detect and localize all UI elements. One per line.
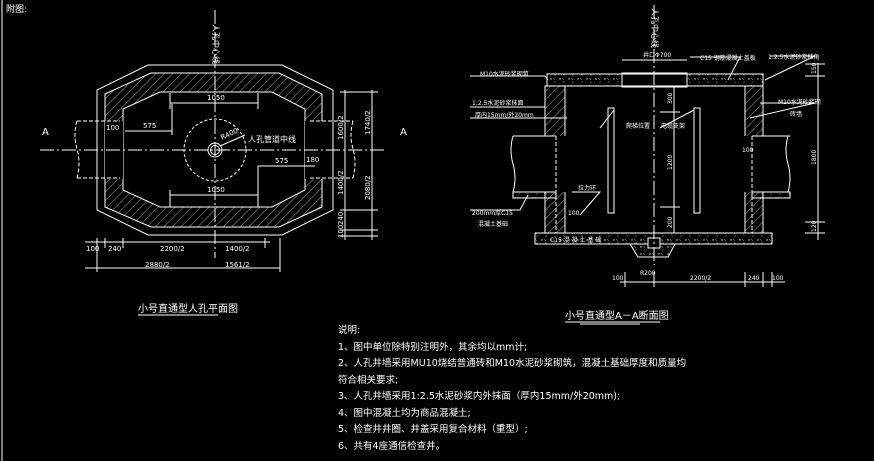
dimension-label: 575 (143, 122, 156, 130)
dimension-label: 240 (748, 275, 760, 282)
dimension-label: 爬梯位置 (626, 122, 650, 130)
dimension-label: C15 钢筋混凝土盖板 (700, 54, 756, 62)
plan-outer-outline (96, 64, 334, 236)
dimension-label: 240 (337, 212, 345, 225)
notes-block: 说明: 1、图中单位除特别注明外，其余均以mm计; 2、人孔井墙采用MU10烧结… (338, 323, 686, 455)
dimension-label: 1800 (811, 150, 818, 165)
dimension-label: 2880/2 (145, 261, 170, 269)
dimension-label: R200 (640, 270, 656, 277)
dimension-label: 200 (667, 216, 674, 228)
note-item: 5、检查井井圈、井盖采用复合材料（重型）; (338, 424, 528, 435)
dimension-label: 1:2.5水泥砂浆抹面 (472, 99, 523, 107)
plan-cover-circle (183, 118, 247, 182)
note-item: 2、人孔井墙采用MU10烧结普通砖和M10水泥砂浆砌筑，混凝土基础厚度和质量均 (338, 358, 687, 369)
dimension-label: 575 (275, 157, 288, 165)
dimension-label: 1200 (667, 155, 674, 170)
dimension-label: 电缆支架 (661, 122, 685, 130)
plan-text: 人孔中心线 A A 人孔管道中线 R400 1050 1050 575 575 … (42, 24, 407, 269)
dimension-label: 100 (86, 245, 99, 253)
dimension-label: 1600/2 (337, 115, 345, 140)
dimension-label: 1400/2 (225, 245, 250, 253)
dimension-label: 180 (306, 156, 319, 164)
dimension-label: 厚内15mm/外20mm (475, 111, 534, 119)
dimension-label: 2200/2 (690, 275, 711, 282)
dimension-label: 100 (742, 147, 754, 154)
section-text: 人孔中心线 井口Φ700 C15 钢筋混凝土盖板 1:2.5水泥砂浆抹角 M10… (472, 8, 821, 282)
notes-heading: 说明: (338, 325, 361, 336)
section-view (470, 5, 825, 287)
note-item: 1、图中单位除特别注明外，其余均以mm计; (338, 341, 528, 353)
ladder-left (607, 107, 615, 214)
plan-centerline-label: 人孔中心线 (211, 24, 221, 64)
section-centerline-label: 人孔中心线 (650, 8, 660, 48)
dimension-label: M10水泥砂浆砌筑 (480, 70, 529, 78)
dimension-label: 井口Φ700 (643, 51, 671, 59)
sump (629, 243, 676, 258)
plan-pipe-left (74, 120, 120, 179)
section-mark-right: A (400, 127, 407, 138)
dimension-label: 100 (568, 210, 580, 217)
dimension-label: M10水泥砂浆砌 (778, 98, 821, 106)
dimension-label: 混凝土基础 (478, 220, 508, 228)
dimension-label: 100 (612, 275, 624, 282)
pipe-center-label: 人孔管道中线 (248, 134, 296, 144)
section-title: 小号直通型A－A断面图 (565, 311, 669, 322)
ladder-right (693, 107, 701, 214)
dimension-label: C15 混 凝 土 基 础 (550, 236, 601, 244)
dimension-label: 1:2.5水泥砂浆抹角 (768, 53, 819, 61)
dimension-label: 100 (106, 124, 119, 132)
header-label: 附图: (6, 3, 27, 15)
plan-title: 小号直通型人孔平面图 (138, 304, 238, 315)
dimension-label: 200mm厚C15 (472, 210, 513, 217)
dimension-label: 1050 (207, 186, 225, 194)
dimension-label: 120 (811, 220, 818, 232)
note-item: 6、共有4座通信检查井。 (338, 440, 446, 452)
dimension-label: 1561/2 (225, 261, 250, 269)
note-item: 3、人孔井墙采用1:2.5水泥砂浆内外抹面（厚内15mm/外20mm); (338, 391, 621, 402)
dimension-label: 100 (337, 225, 345, 238)
note-item: 符合相关要求; (338, 374, 399, 386)
note-item: 4、图中混凝土均为商品混凝土; (338, 407, 471, 419)
dimension-label: 300 (667, 92, 674, 104)
dimension-label: 150 (811, 62, 818, 74)
dimension-label: 240 (108, 245, 121, 253)
dimension-label: 2080/2 (364, 175, 372, 200)
dimension-label: 拉力环 (578, 184, 596, 192)
section-mark-left: A (42, 127, 49, 138)
dimension-label: 1400/2 (337, 170, 345, 195)
dimension-label: 1050 (207, 94, 225, 102)
dimension-label: 100 (772, 275, 784, 282)
dimension-label: 1740/2 (364, 110, 372, 135)
radius-label: R400 (219, 127, 239, 142)
plan-pipe-right (310, 120, 356, 179)
dimension-label: 砖墙 (790, 110, 802, 118)
plan-view (40, 10, 385, 272)
dimension-label: 2200/2 (160, 245, 185, 253)
